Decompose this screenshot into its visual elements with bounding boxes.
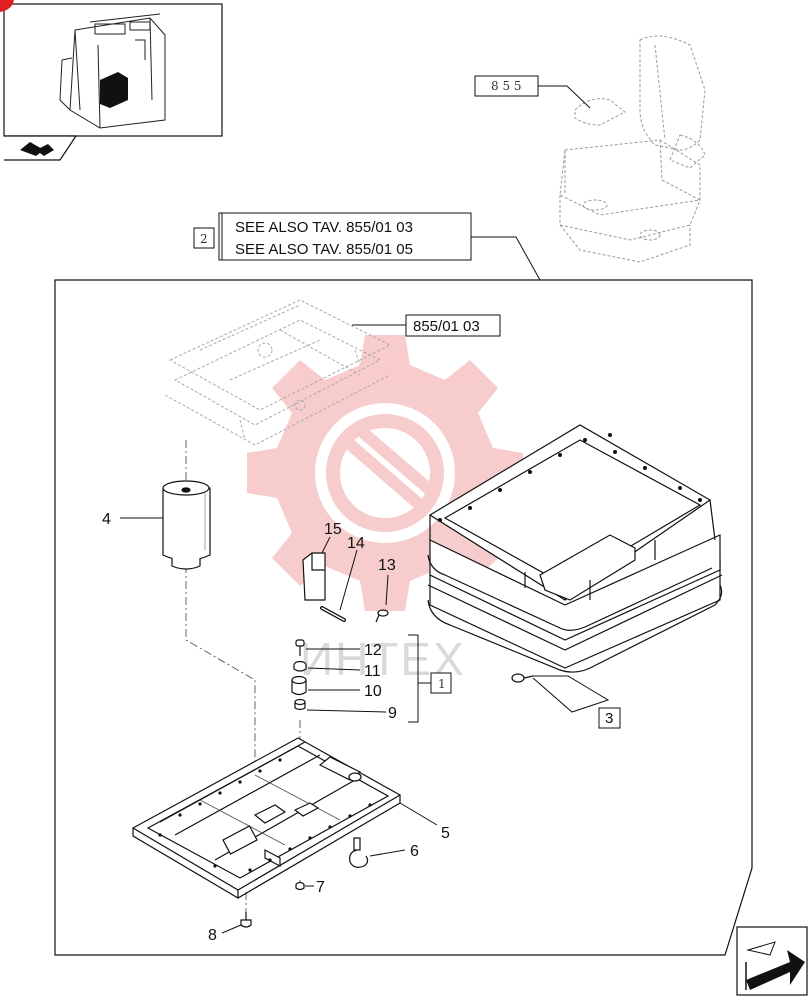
air-spring-part-4[interactable] xyxy=(162,480,211,570)
callout-label-10: 10 xyxy=(364,683,382,700)
seat-assembly-ghost xyxy=(559,35,706,263)
callout-label-12: 12 xyxy=(364,642,382,659)
callout-label-4: 4 xyxy=(102,511,111,528)
callout-leader-3 xyxy=(532,675,610,713)
base-frame-holes xyxy=(158,758,372,872)
see-also-leader-line xyxy=(471,236,541,281)
plug-part-3[interactable] xyxy=(511,673,534,683)
suspension-frame-ghost xyxy=(164,299,392,446)
seat-highlight-icon xyxy=(100,72,128,108)
spacer-part-9[interactable] xyxy=(294,698,306,711)
callout-leader-9 xyxy=(306,709,387,713)
bellows-fastener-holes xyxy=(438,433,702,522)
frame-reference-box[interactable]: 855/01 03 xyxy=(405,314,501,337)
part-box-3[interactable]: 3 xyxy=(598,707,621,729)
frame-reference-label: 855/01 03 xyxy=(413,318,480,335)
callout-leader-5 xyxy=(399,802,438,826)
callout-label-8: 8 xyxy=(208,927,217,944)
tractor-cab-thumbnail-icon xyxy=(59,13,166,129)
screw-part-13[interactable] xyxy=(375,609,389,623)
bolt-part-12[interactable] xyxy=(295,639,305,656)
seat-reference-box[interactable]: 8 5 5 xyxy=(474,75,539,97)
kit-box-1[interactable]: 1 xyxy=(430,672,452,694)
see-also-line-2: SEE ALSO TAV. 855/01 05 xyxy=(235,241,413,258)
kit-bracket xyxy=(408,634,419,723)
callout-label-14: 14 xyxy=(347,535,365,552)
callout-label-13: 13 xyxy=(378,557,396,574)
callout-label-6: 6 xyxy=(410,843,419,860)
kit-border xyxy=(54,279,753,956)
see-also-group[interactable]: 2 SEE ALSO TAV. 855/01 03 SEE ALSO TAV. … xyxy=(193,212,472,261)
see-also-box-number: 2 xyxy=(200,232,208,246)
callout-label-9: 9 xyxy=(388,705,397,722)
corner-marker-icon xyxy=(0,0,14,12)
cover-plate-part-15[interactable] xyxy=(302,552,326,601)
callout-leader-13 xyxy=(385,574,389,606)
callout-leader-14 xyxy=(339,549,358,611)
see-also-line-1: SEE ALSO TAV. 855/01 03 xyxy=(235,219,413,236)
callout-label-7: 7 xyxy=(316,879,325,896)
seat-reference-label: 8 5 5 xyxy=(491,79,522,93)
nut-part-7[interactable] xyxy=(295,881,305,891)
callout-leader-11 xyxy=(307,667,361,671)
bushing-part-10[interactable] xyxy=(291,675,307,696)
callout-leader-15 xyxy=(321,536,331,554)
watermark-gear-logo xyxy=(247,335,523,611)
hook-part-6[interactable] xyxy=(349,837,369,868)
bolt-part-8[interactable] xyxy=(240,912,252,928)
callout-label-5: 5 xyxy=(441,825,450,842)
callout-label-15: 15 xyxy=(324,521,342,538)
seat-leader-line xyxy=(538,85,591,109)
seat-bellows-cover[interactable] xyxy=(427,424,723,673)
callout-leader-6 xyxy=(369,849,406,857)
part-box-3-label: 3 xyxy=(605,710,613,727)
washer-part-11[interactable] xyxy=(293,660,307,672)
callout-leader-8 xyxy=(221,924,242,934)
kit-box-1-label: 1 xyxy=(438,677,446,691)
rod-part-14[interactable] xyxy=(320,606,346,622)
callout-label-11: 11 xyxy=(364,663,381,680)
book-icon xyxy=(20,142,54,156)
location-thumbnail[interactable] xyxy=(0,0,223,161)
next-page-arrow-icon[interactable] xyxy=(736,926,808,996)
seat-base-frame-part-5[interactable] xyxy=(131,737,402,899)
